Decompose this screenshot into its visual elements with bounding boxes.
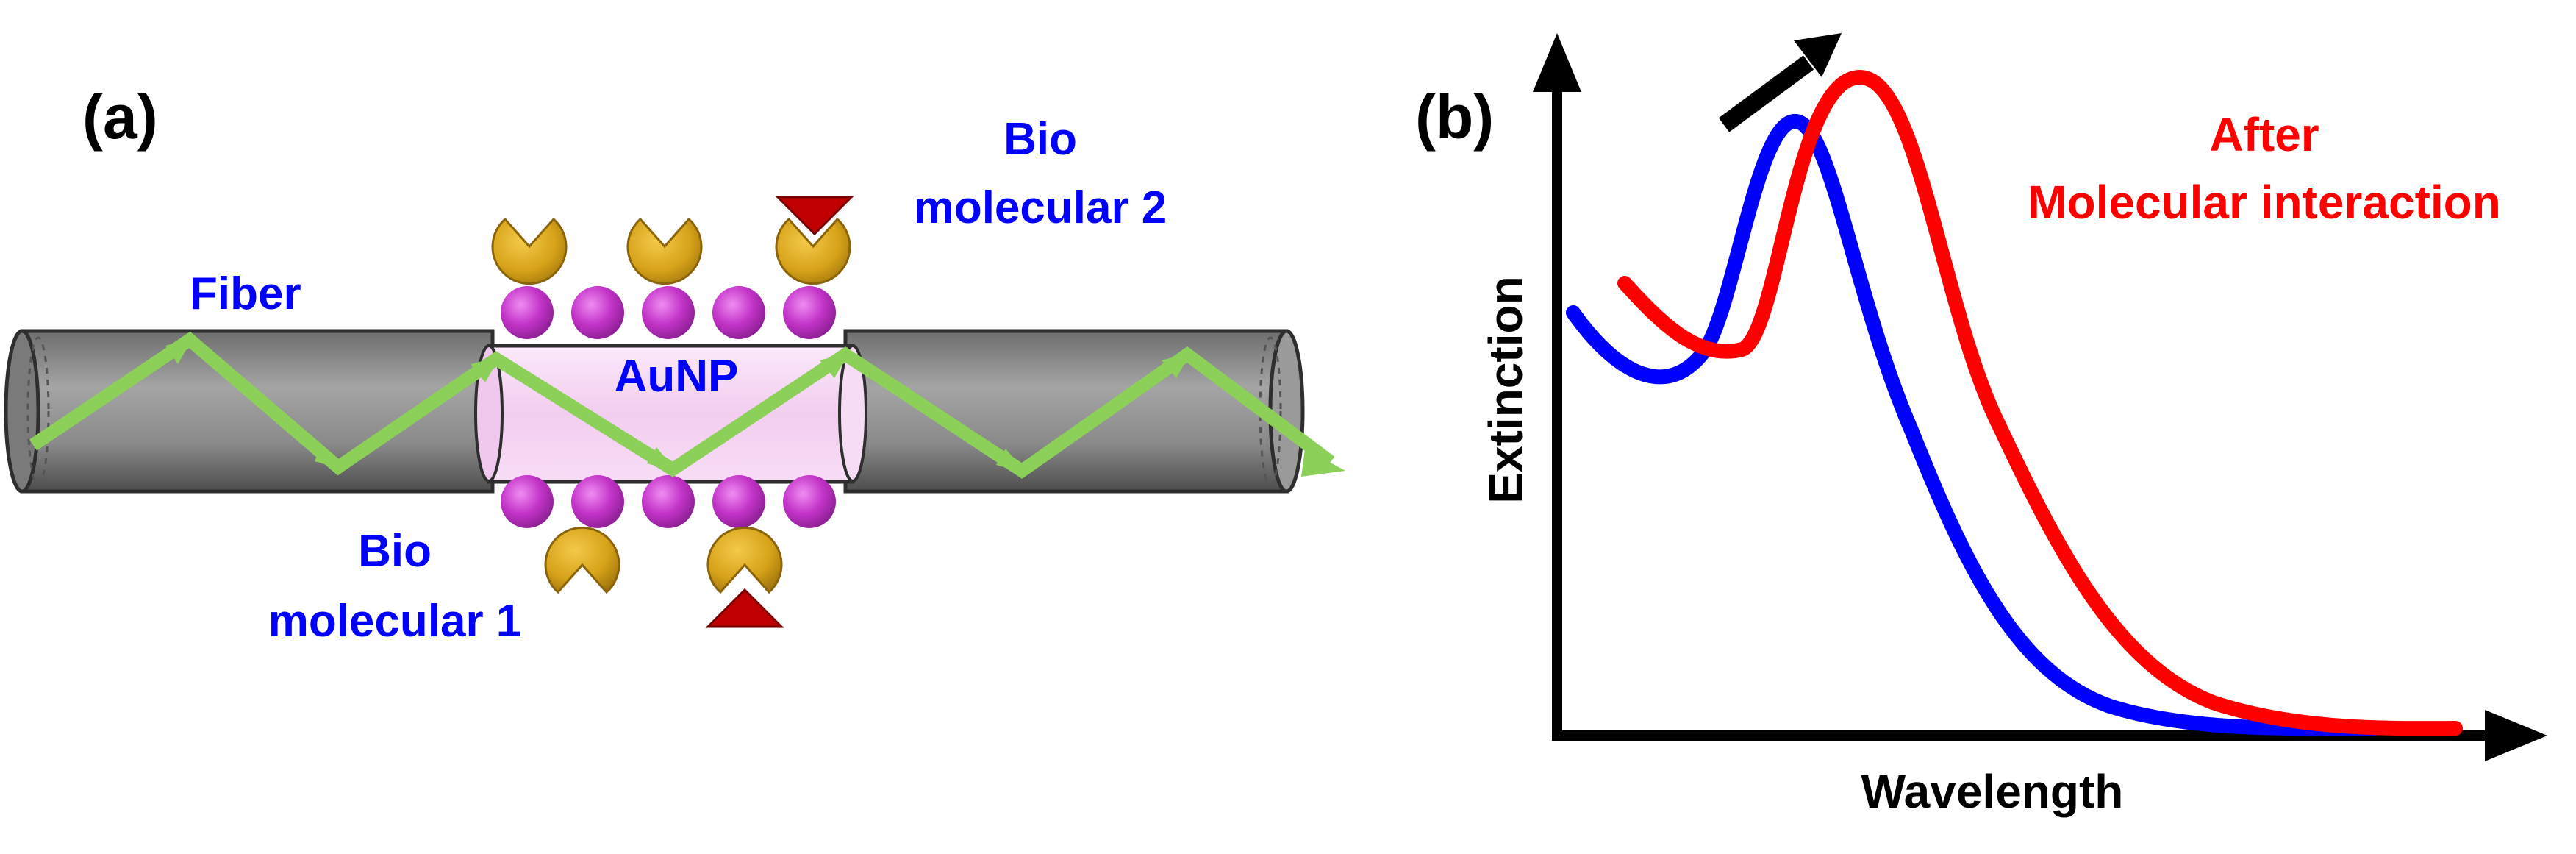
nanoparticle xyxy=(571,475,624,528)
spectrum-after-red xyxy=(1617,70,2463,736)
bio-molecular-1-label-line1: Bio xyxy=(358,526,432,577)
nanoparticle xyxy=(712,475,765,528)
light-arrowhead xyxy=(996,449,1026,473)
nanoparticle xyxy=(501,475,554,528)
light-arrowhead xyxy=(820,352,849,378)
light-arrowhead xyxy=(1162,352,1191,378)
fiber-right xyxy=(843,329,1305,494)
panel-a: (a) xyxy=(4,82,1345,647)
nanoparticle xyxy=(501,286,554,339)
light-path-arrows xyxy=(29,331,1345,479)
receptor xyxy=(706,526,783,594)
bio-molecular-2-label-line1: Bio xyxy=(1003,114,1077,165)
nanoparticle xyxy=(642,286,695,339)
bio-molecular-1-label-line2: molecular 1 xyxy=(268,596,522,647)
y-axis-arrowhead-icon xyxy=(1533,33,1581,92)
nanoparticle xyxy=(571,286,624,339)
annotation-line2: Molecular interaction xyxy=(2028,176,2501,229)
bio-molecular-2-label-line2: molecular 2 xyxy=(914,182,1167,233)
receptor xyxy=(775,217,851,285)
nanoparticles-bottom xyxy=(501,475,836,528)
y-axis-label: Extinction xyxy=(1479,276,1532,503)
analyte-triangle-icon xyxy=(775,196,854,236)
shift-arrow-icon xyxy=(1718,33,1842,132)
panel-b-label: (b) xyxy=(1415,82,1494,152)
light-arrowhead xyxy=(647,447,676,472)
panel-a-label: (a) xyxy=(82,82,158,152)
x-axis-arrowhead-icon xyxy=(2485,710,2547,761)
nanoparticles-top xyxy=(501,286,836,339)
nanoparticle xyxy=(712,286,765,339)
light-arrowhead xyxy=(1301,449,1345,477)
nanoparticle xyxy=(783,286,836,339)
nanoparticle xyxy=(783,475,836,528)
receptor xyxy=(491,217,568,285)
light-arrowhead xyxy=(315,445,342,469)
receptor xyxy=(544,526,620,594)
receptors-bottom xyxy=(544,526,784,628)
panel-b: (b) After Molecular interaction Waveleng… xyxy=(1415,33,2547,818)
fiber-label: Fiber xyxy=(190,268,301,319)
light-arrowhead xyxy=(471,357,500,382)
aunp-label: AuNP xyxy=(615,351,739,402)
nanoparticle xyxy=(642,475,695,528)
receptors-top xyxy=(491,196,854,285)
x-axis-label: Wavelength xyxy=(1861,765,2124,818)
analyte-triangle-icon xyxy=(705,588,784,628)
light-arrowhead xyxy=(165,338,193,364)
annotation-line1: After xyxy=(2209,108,2319,161)
receptor xyxy=(626,217,703,285)
